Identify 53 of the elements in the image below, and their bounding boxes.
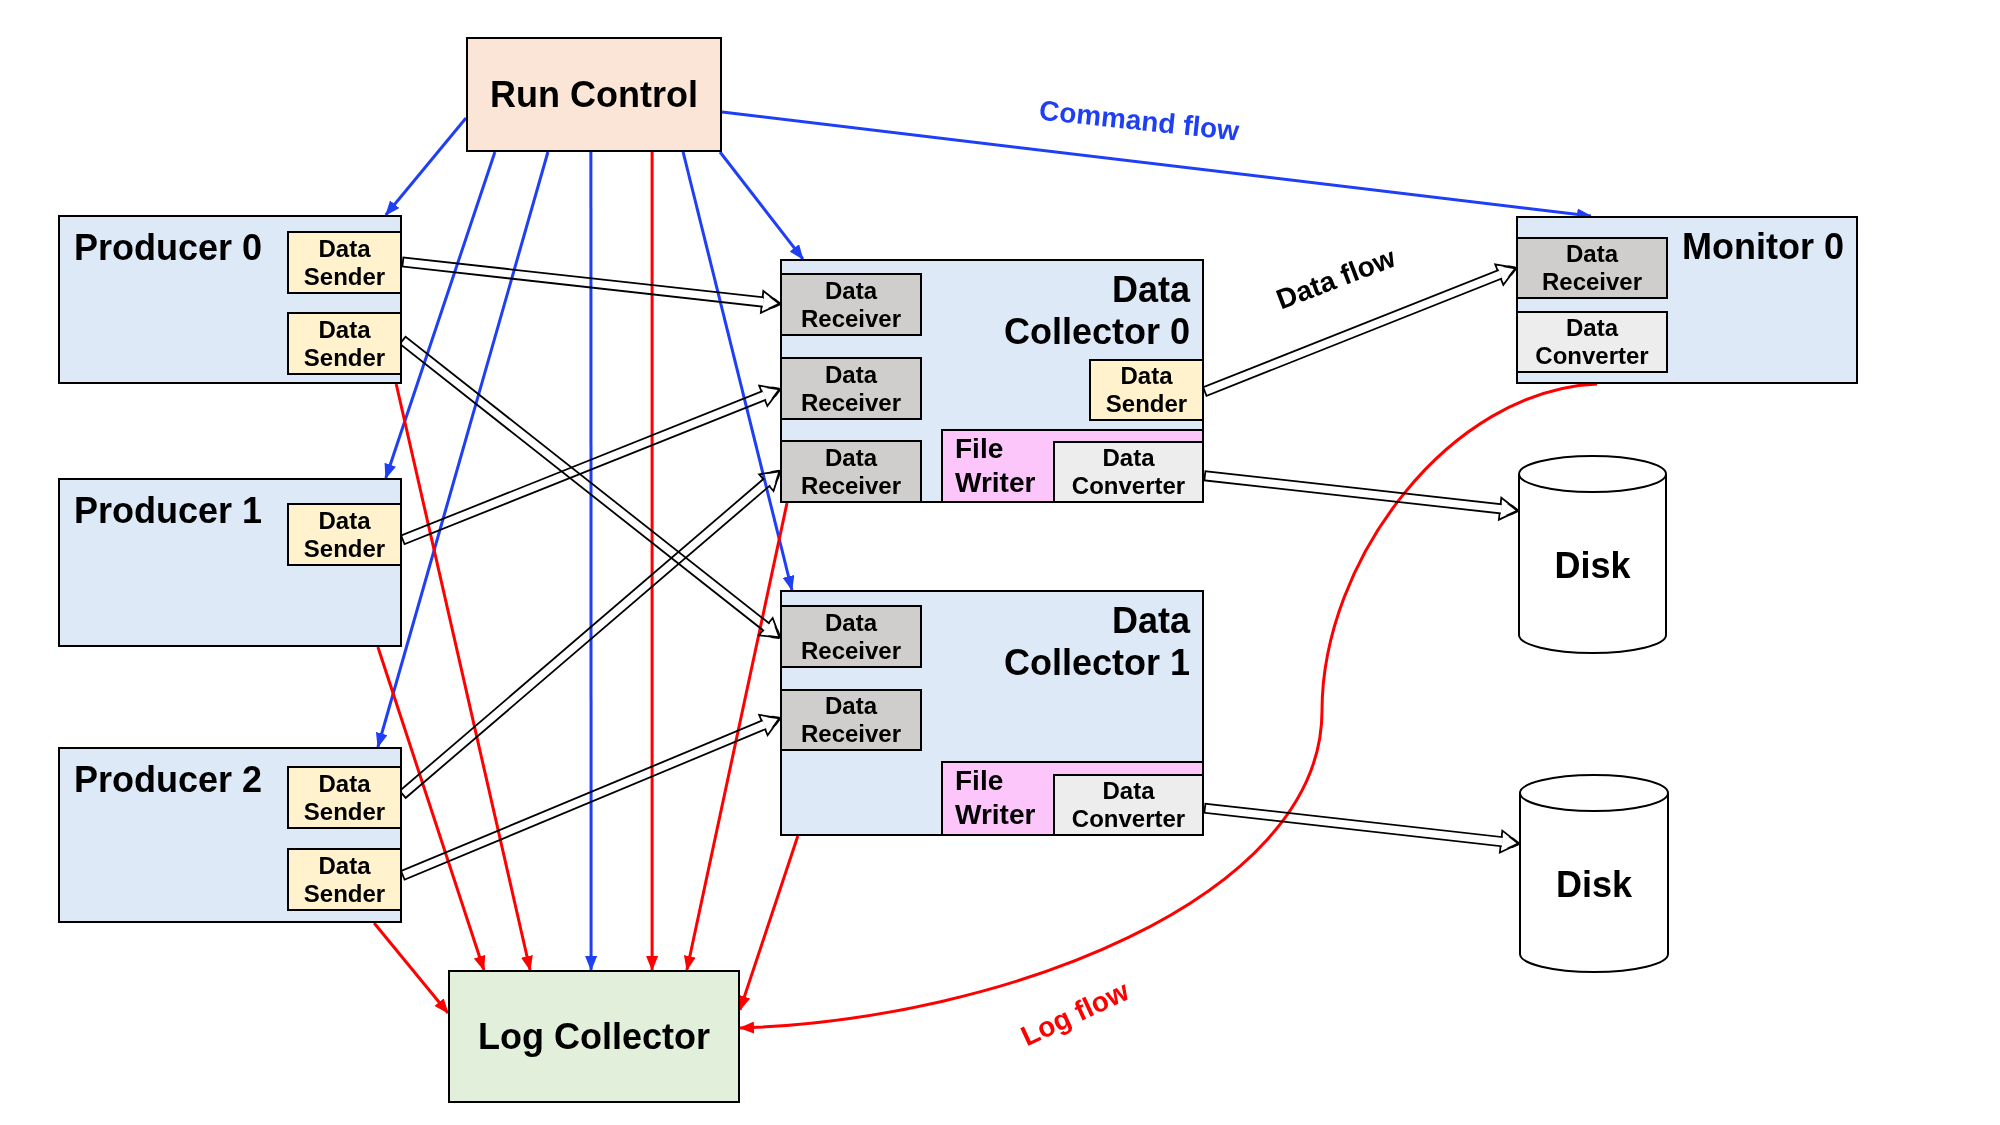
- receiver-box: Data Receiver: [780, 357, 922, 420]
- receiver-box: Data Receiver: [780, 605, 922, 668]
- arrow: [384, 151, 497, 479]
- arrow: [585, 152, 598, 971]
- receiver-box: Data Receiver: [780, 440, 922, 503]
- disk-label: Disk: [1554, 545, 1631, 588]
- arrow: [384, 117, 468, 216]
- receiver-box: Data Receiver: [780, 273, 922, 336]
- panel-title: Monitor 0: [1682, 226, 1844, 268]
- control-box: Run Control: [466, 37, 722, 152]
- converter-box: Data Converter: [1053, 441, 1204, 503]
- arrow: [372, 922, 450, 1014]
- block-arrow: [1203, 470, 1519, 521]
- receiver-box: Data Receiver: [1516, 237, 1668, 299]
- disk-label: Disk: [1556, 864, 1632, 907]
- panel-title: Producer 2: [74, 759, 263, 801]
- receiver-box: Data Receiver: [780, 689, 922, 751]
- panel-title: Data Collector 1: [1002, 600, 1190, 684]
- panel-title: File Writer: [955, 432, 1037, 500]
- panel-title: Producer 0: [74, 227, 263, 269]
- file-writer-panel: [941, 761, 1204, 836]
- producer-panel: [58, 215, 402, 384]
- arrow: [683, 502, 789, 971]
- log-collector-box: Log Collector: [448, 970, 740, 1103]
- sender-box: Data Sender: [287, 848, 402, 911]
- arrow: [646, 152, 659, 971]
- collector-panel: [780, 590, 1204, 836]
- arrow: [376, 646, 486, 971]
- sender-box: Data Sender: [287, 766, 402, 829]
- block-arrow: [401, 256, 781, 314]
- file-writer-panel: [941, 429, 1204, 503]
- converter-box: Data Converter: [1053, 774, 1204, 836]
- arrow: [718, 151, 805, 260]
- sender-box: Data Sender: [287, 231, 402, 294]
- block-arrow: [1203, 802, 1520, 854]
- collector-panel: [780, 259, 1204, 503]
- producer-panel: [58, 747, 402, 923]
- panel-title: Producer 1: [74, 490, 263, 532]
- edge-label: Command flow: [1037, 94, 1241, 148]
- curved-arrow: [739, 382, 1598, 1034]
- converter-box: Data Converter: [1516, 311, 1668, 373]
- sender-box: Data Sender: [287, 503, 402, 566]
- monitor-panel: [1516, 216, 1858, 384]
- arrow: [681, 151, 795, 591]
- producer-panel: [58, 478, 402, 647]
- panel-title: Data Collector 0: [1002, 269, 1190, 353]
- arrow: [394, 383, 533, 971]
- panel-title: File Writer: [955, 764, 1037, 832]
- sender-box: Data Sender: [287, 312, 402, 375]
- edge-label: Log flow: [1016, 975, 1134, 1053]
- arrow: [376, 151, 550, 748]
- sender-box: Data Sender: [1089, 359, 1204, 421]
- edge-label: Data flow: [1272, 241, 1400, 317]
